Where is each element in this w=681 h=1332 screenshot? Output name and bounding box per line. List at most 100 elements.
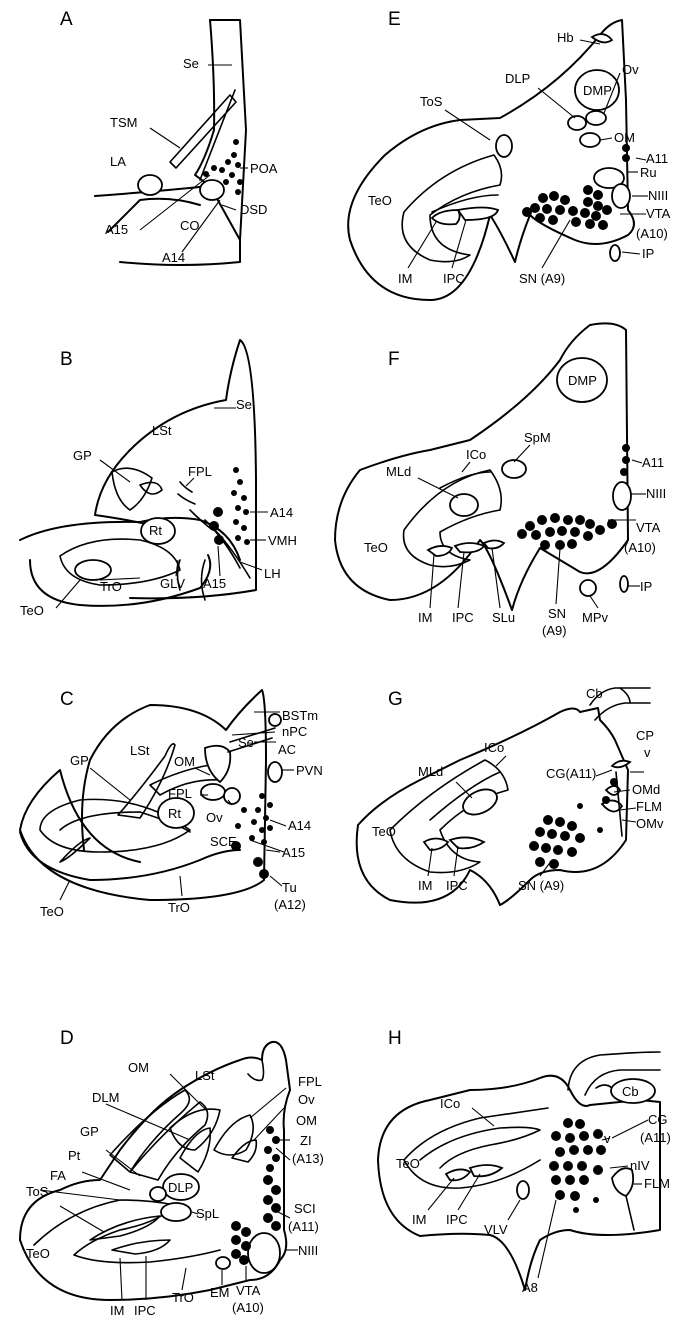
- label-d-gp: GP: [80, 1124, 99, 1139]
- label-g-cb: Cb: [586, 686, 603, 701]
- label-g-sn: SN (A9): [518, 878, 564, 893]
- label-b-se: Se: [236, 397, 252, 412]
- label-e-vta: VTA: [646, 206, 671, 221]
- label-h-a11: (A11): [640, 1130, 671, 1145]
- label-f-teo: TeO: [364, 540, 388, 555]
- label-f-mpv: MPv: [582, 610, 609, 625]
- label-d-lst: LSt: [195, 1068, 215, 1083]
- label-h-v: v: [604, 1131, 611, 1146]
- label-b-tro: TrO: [100, 579, 122, 594]
- label-b-vmh: VMH: [268, 533, 297, 548]
- panel-letter-a: A: [60, 9, 73, 30]
- label-f-spm: SpM: [524, 430, 551, 445]
- label-g-ico: ICo: [484, 740, 504, 755]
- label-d-teo: TeO: [26, 1246, 50, 1261]
- label-h-cg: CG: [648, 1112, 668, 1127]
- label-a-dsd: DSD: [240, 202, 267, 217]
- label-f-sn: SN: [548, 606, 566, 621]
- label-c-tu: Tu: [282, 880, 297, 895]
- label-e-im: IM: [398, 271, 412, 286]
- panel-letter-e: E: [388, 9, 401, 30]
- label-c-ac: AC: [278, 742, 296, 757]
- label-c-pvn: PVN: [296, 763, 323, 778]
- label-b-a15: A15: [203, 576, 226, 591]
- label-g-ipc: IPC: [446, 878, 468, 893]
- panel-letter-c: C: [60, 689, 74, 710]
- label-e-ipc: IPC: [443, 271, 465, 286]
- label-c-om: OM: [174, 754, 195, 769]
- label-c-sce: SCE: [210, 834, 237, 849]
- label-e-niii: NIII: [648, 188, 668, 203]
- label-e-hb: Hb: [557, 30, 574, 45]
- label-c-tro: TrO: [168, 900, 190, 915]
- label-b-gp: GP: [73, 448, 92, 463]
- label-h-ico: ICo: [440, 1096, 460, 1111]
- label-d-om: OM: [128, 1060, 149, 1075]
- label-e-ru: Ru: [640, 165, 657, 180]
- label-d-a11: (A11): [288, 1219, 319, 1234]
- label-g-mld: MLd: [418, 764, 443, 779]
- label-c-se: Se: [238, 735, 254, 750]
- label-b-fpl: FPL: [188, 464, 212, 479]
- label-e-ip: IP: [642, 246, 654, 261]
- label-d-zi: ZI: [300, 1133, 312, 1148]
- label-c-a12: (A12): [274, 897, 306, 912]
- c-dots: [231, 793, 273, 879]
- label-g-cp: CP: [636, 728, 654, 743]
- label-d-im: IM: [110, 1303, 124, 1318]
- label-g-teo: TeO: [372, 824, 396, 839]
- label-b-lst: LSt: [152, 423, 172, 438]
- label-e-om: OM: [614, 130, 635, 145]
- label-f-im: IM: [418, 610, 432, 625]
- label-f-ipc: IPC: [452, 610, 474, 625]
- label-d-fpl: FPL: [298, 1074, 322, 1089]
- label-d-spl: SpL: [196, 1206, 219, 1221]
- label-d-a13: (A13): [292, 1151, 324, 1166]
- panel-g: G Cb CP: [357, 686, 664, 905]
- label-c-bstm: BSTm: [282, 708, 318, 723]
- label-c-a15: A15: [282, 845, 305, 860]
- label-h-im: IM: [412, 1212, 426, 1227]
- label-f-a11: A11: [642, 455, 664, 470]
- label-f-a9: (A9): [542, 623, 567, 638]
- label-h-a8: A8: [522, 1280, 538, 1295]
- label-e-teo: TeO: [368, 193, 392, 208]
- panel-letter-b: B: [60, 349, 73, 370]
- label-g-im: IM: [418, 878, 432, 893]
- label-f-dmp: DMP: [568, 373, 597, 388]
- label-e-ov: Ov: [622, 62, 639, 77]
- label-h-teo: TeO: [396, 1156, 420, 1171]
- label-a-la: LA: [110, 154, 126, 169]
- label-e-sn: SN (A9): [519, 271, 565, 286]
- label-f-ico: ICo: [466, 447, 486, 462]
- label-g-v: v: [644, 745, 651, 760]
- label-b-glv: GLV: [160, 576, 185, 591]
- label-f-slu: SLu: [492, 610, 515, 625]
- h-dots: [549, 1118, 606, 1213]
- label-e-a10: (A10): [636, 226, 668, 241]
- label-f-niii: NIII: [646, 486, 666, 501]
- label-d-dlm: DLM: [92, 1090, 119, 1105]
- panel-e: E: [348, 9, 670, 300]
- label-d-em: EM: [210, 1285, 230, 1300]
- label-d-dlp: DLP: [168, 1180, 193, 1195]
- label-d-pt: Pt: [68, 1148, 81, 1163]
- label-e-dmp: DMP: [583, 83, 612, 98]
- label-c-npc: nPC: [282, 724, 307, 739]
- label-h-flm: FLM: [644, 1176, 670, 1191]
- label-e-tos: ToS: [420, 94, 443, 109]
- label-e-dlp: DLP: [505, 71, 530, 86]
- label-c-gp: GP: [70, 753, 89, 768]
- label-c-lst: LSt: [130, 743, 150, 758]
- label-d-ov: Ov: [298, 1092, 315, 1107]
- label-h-ipc: IPC: [446, 1212, 468, 1227]
- panel-letter-h: H: [388, 1028, 402, 1049]
- label-a-se: Se: [183, 56, 199, 71]
- label-e-a11: A11: [646, 151, 668, 166]
- label-c-a14: A14: [288, 818, 311, 833]
- label-d-sci: SCI: [294, 1201, 316, 1216]
- panel-c: C: [20, 689, 323, 919]
- label-h-cb: Cb: [622, 1084, 639, 1099]
- label-d-ipc: IPC: [134, 1303, 156, 1318]
- label-d-niii: NIII: [298, 1243, 318, 1258]
